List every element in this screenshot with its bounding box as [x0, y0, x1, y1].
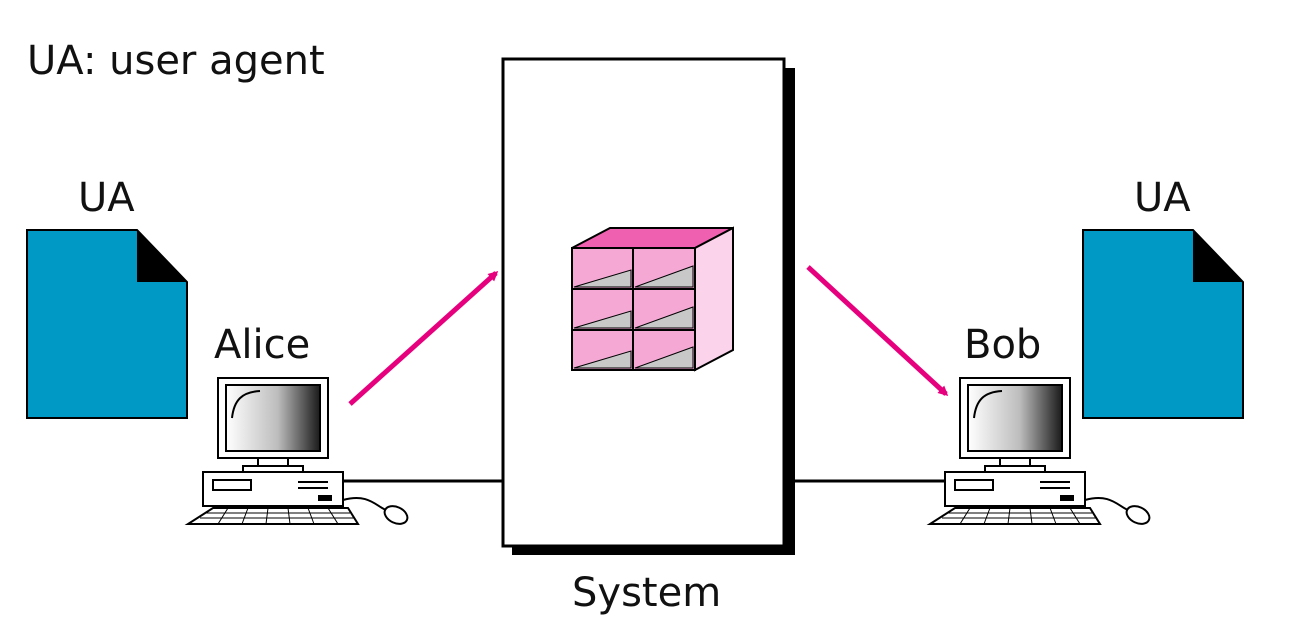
system-label: System — [572, 570, 721, 616]
document-icon — [1082, 229, 1244, 419]
legend-text: UA: user agent — [27, 38, 325, 84]
receiver-name: Bob — [964, 322, 1041, 368]
send-arrow — [348, 270, 499, 406]
deliver-arrow — [806, 265, 949, 397]
mailbox-icon — [571, 226, 734, 372]
left-ua-label: UA — [78, 175, 135, 221]
alice-computer-icon — [187, 377, 412, 529]
document-icon — [26, 229, 188, 419]
right-ua-label: UA — [1134, 175, 1191, 221]
sender-name: Alice — [214, 322, 310, 368]
